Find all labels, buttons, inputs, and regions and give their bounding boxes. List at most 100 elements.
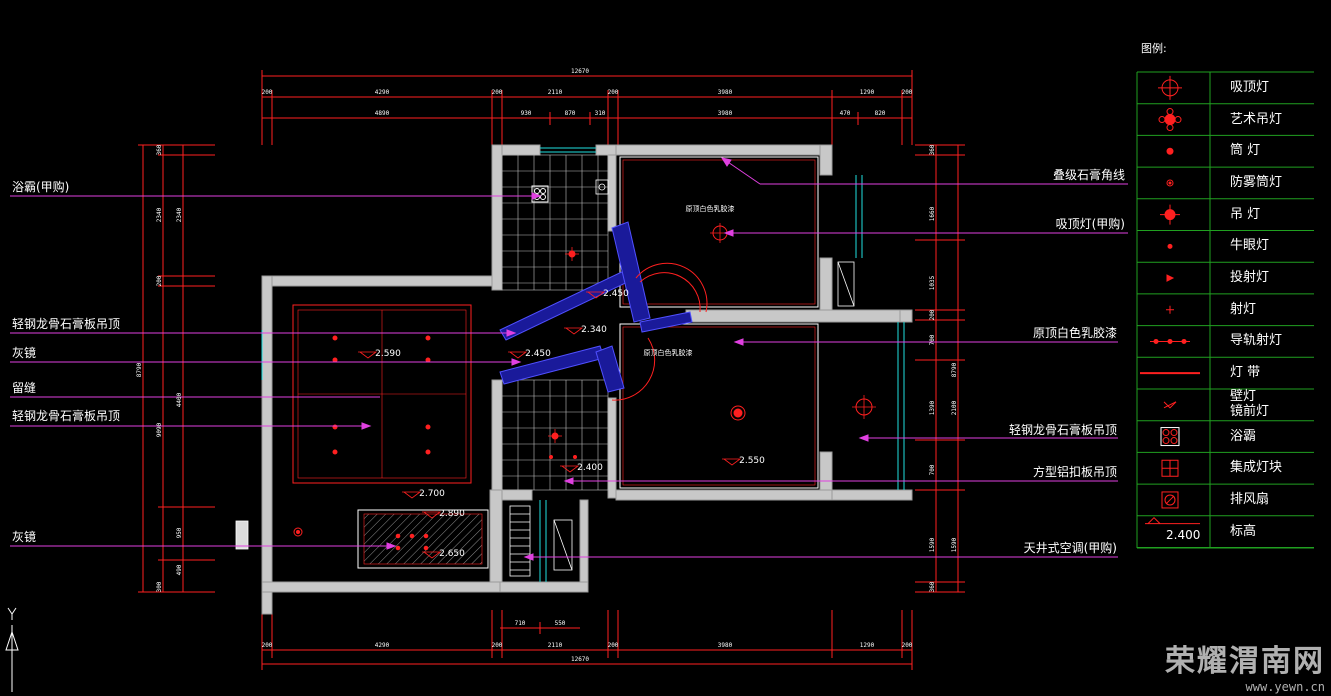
integrated-light-icon	[1161, 459, 1179, 477]
legend-label-12: 集成灯块	[1230, 460, 1283, 476]
track-spotlight-icon	[1150, 338, 1190, 344]
elevation-mark-8	[422, 551, 442, 559]
dim-top2-2: 870	[565, 110, 576, 117]
dim-right-inner-6: 2100	[951, 400, 958, 415]
elevation-mark-3	[586, 291, 606, 299]
ceiling-outlines	[292, 156, 819, 569]
dim-top2-1: 930	[521, 110, 532, 117]
dim-bot1-6: 1290	[860, 642, 875, 649]
elevation-mark-2	[564, 327, 584, 335]
legend-label-4: 吊 灯	[1230, 206, 1261, 222]
dim-left-inner-1: 2340	[156, 207, 163, 222]
watermark-sub: www.yewn.cn	[1245, 680, 1325, 694]
elevation-mark-1	[508, 351, 528, 359]
dim-top2-6: 820	[875, 110, 886, 117]
dim-bot-small-0: 710	[515, 620, 526, 627]
windows	[261, 147, 905, 582]
elevation-7: 2.890	[439, 509, 465, 519]
watermark: 荣耀渭南网 www.yewn.cn	[1165, 636, 1325, 694]
top-dimension-lines	[261, 70, 913, 145]
elevation-4: 2.400	[577, 463, 603, 473]
watermark-main: 荣耀渭南网	[1165, 644, 1325, 679]
pendant-light-icon	[1160, 204, 1180, 225]
dim-top1-3: 2110	[548, 89, 563, 96]
dim-bot1-2: 200	[492, 642, 503, 649]
fog-proof-downlight-icon	[1166, 179, 1174, 187]
legend-rows	[1137, 75, 1314, 548]
dim-top2-0: 4890	[375, 110, 390, 117]
dim-right-inner-2: 1035	[929, 275, 936, 290]
dim-bottom-small: 710 550	[515, 620, 566, 627]
elevation-6: 2.700	[419, 489, 445, 499]
legend-elevation-sample: 2.400	[1166, 527, 1201, 542]
legend-title: 图例:	[1141, 42, 1167, 55]
art-chandelier-icon	[1158, 108, 1182, 132]
legend-label-13: 排风扇	[1230, 491, 1270, 507]
bathroom-tile-grid	[501, 154, 609, 491]
leader-lines	[10, 157, 1128, 561]
dim-right-inner-0: 360	[929, 144, 936, 155]
dim-left-inner-0: 360	[156, 144, 163, 155]
dim-left-inner-6: 490	[176, 564, 183, 575]
dim-overall-bottom: 12670	[571, 656, 589, 663]
dim-left-inner-5: 950	[176, 527, 183, 538]
elevation-mark-icon	[1145, 516, 1200, 525]
dim-top2-3: 310	[595, 110, 606, 117]
dim-right-inner-5: 1390	[929, 400, 936, 415]
legend-label-9: 灯 带	[1230, 365, 1261, 381]
dim-bot1-1: 4290	[375, 642, 390, 649]
label-gap: 留缝	[12, 381, 37, 395]
dim-left-outer-1: 9090	[156, 422, 163, 437]
dim-right-inner-8: 1590	[929, 537, 936, 552]
dim-right-inner-9: 1590	[951, 537, 958, 552]
dim-top2-4: 3980	[718, 110, 733, 117]
walls	[261, 144, 913, 615]
dim-left-inner-2: 2340	[176, 207, 183, 222]
left-dimension-lines	[138, 144, 215, 593]
elevation-8: 2.650	[439, 549, 465, 559]
elevation-5: 2.550	[739, 456, 765, 466]
ceiling-light-icon	[1158, 75, 1182, 100]
dim-row-top2: 4890 930 870 310 3980 470 820	[375, 110, 886, 117]
dim-top1-1: 4290	[375, 89, 390, 96]
bath-heater-icon	[1160, 427, 1180, 447]
legend-label-10: 壁灯 镜前灯	[1230, 388, 1270, 419]
bottom-dimension-lines	[261, 610, 913, 670]
spotlight-icon	[1166, 305, 1174, 314]
legend-label-6: 投射灯	[1230, 270, 1270, 286]
legend-label-7: 射灯	[1230, 301, 1257, 317]
dim-top2-5: 470	[840, 110, 851, 117]
dim-left-outer-0: 8790	[136, 362, 143, 377]
dim-top1-4: 200	[608, 89, 619, 96]
legend-label-14: 标高	[1230, 523, 1257, 539]
label-cornice: 叠级石膏角线	[1052, 168, 1125, 182]
label-gypsum-ceiling-2: 轻钢龙骨石膏板吊顶	[12, 409, 121, 423]
legend-label-11: 浴霸	[1230, 428, 1257, 444]
legend-label-3: 防雾筒灯	[1230, 174, 1283, 190]
elevation-0: 2.590	[375, 349, 401, 359]
right-dimension-lines	[915, 144, 965, 593]
dim-bot1-0: 200	[262, 642, 273, 649]
dim-right-inner-10: 360	[929, 581, 936, 592]
label-gypsum-ceiling-3: 轻钢龙骨石膏板吊顶	[1008, 423, 1117, 437]
label-aluminium-ceiling: 方型铝扣板吊顶	[1032, 465, 1117, 479]
exhaust-fan-icon	[1161, 491, 1179, 509]
dim-right-inner-7: 700	[929, 464, 936, 475]
legend-label-1: 艺术吊灯	[1230, 111, 1283, 127]
legend-label-5: 牛眼灯	[1230, 238, 1270, 254]
label-grey-mirror-1: 灰镜	[12, 346, 37, 360]
dim-bot-small-1: 550	[555, 620, 566, 627]
room-note-1: 原顶白色乳胶漆	[686, 204, 735, 213]
dim-right-inner-4: 700	[929, 334, 936, 345]
dim-top1-2: 200	[492, 89, 503, 96]
label-ceiling-ac: 天井式空调(甲购)	[1023, 541, 1117, 555]
legend-label-8: 导轨射灯	[1230, 333, 1283, 349]
bath-heater-fixture	[531, 185, 549, 203]
dim-top1-5: 3980	[718, 89, 733, 96]
